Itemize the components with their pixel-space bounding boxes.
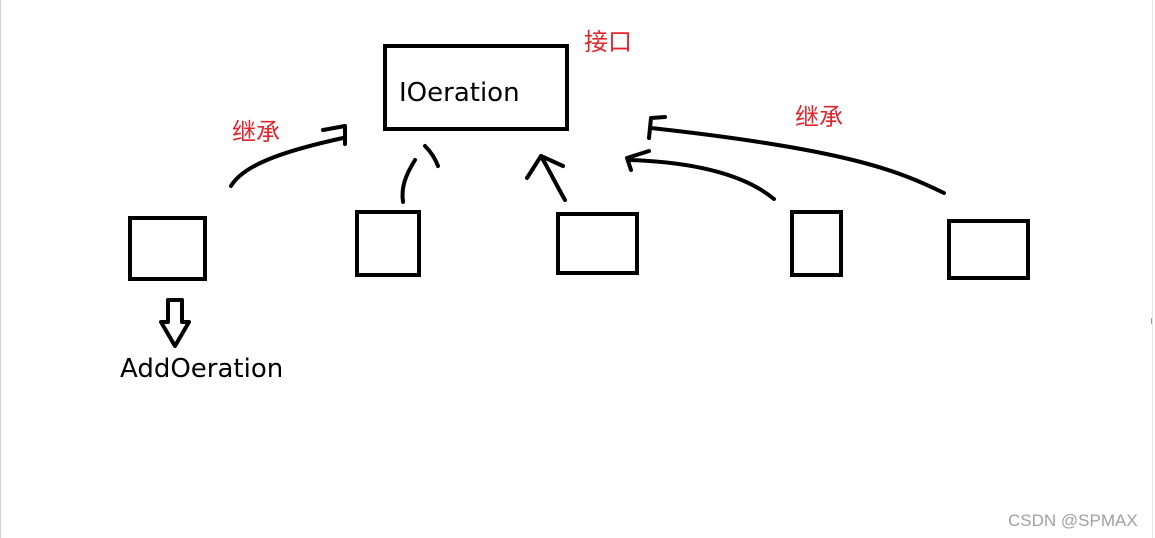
inherit-arrow-5: [649, 126, 946, 195]
subclass-label: AddOeration: [120, 354, 284, 384]
implementation-box-4: [790, 210, 843, 277]
inherit-arrow-1: [229, 136, 345, 188]
inherit-arrow-4-head: [625, 149, 651, 172]
interface-box: [383, 44, 569, 131]
interface-box-label: IOeration: [399, 78, 520, 108]
inherit-arrow-5-head: [647, 115, 667, 140]
interface-tag: 接口: [584, 28, 632, 56]
inherit-label-left: 继承: [232, 118, 280, 146]
implementation-box-1: [128, 216, 207, 281]
implementation-box-3: [556, 212, 639, 275]
inherit-arrow-4: [629, 158, 776, 201]
subclass-down-arrow: [159, 298, 191, 348]
implementation-box-2: [355, 210, 421, 277]
canvas-right-edge: [1152, 0, 1153, 538]
watermark: CSDN @SPMAX: [1008, 511, 1138, 530]
inherit-label-right: 继承: [795, 103, 843, 131]
canvas-resize-marker: [1151, 318, 1155, 324]
inherit-arrow-2: [400, 158, 417, 204]
inherit-arrow-3: [539, 154, 567, 202]
implementation-box-5: [947, 219, 1030, 280]
inherit-arrow-3-head: [525, 154, 565, 180]
inherit-arrow-2-head: [423, 144, 440, 168]
inherit-arrow-1-head: [321, 124, 347, 146]
